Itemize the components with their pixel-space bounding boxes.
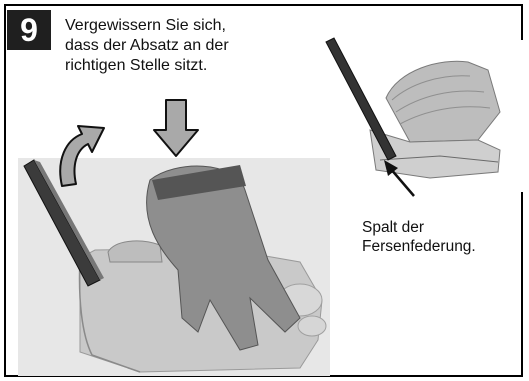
callout-line-2: Fersenfederung. (362, 237, 476, 256)
down-arrow-icon (154, 100, 198, 156)
detail-photo (326, 38, 525, 192)
callout-line-1: Spalt der (362, 218, 476, 237)
heel-spring-gap-label: Spalt der Fersenfederung. (362, 218, 476, 256)
main-photo (18, 158, 330, 376)
